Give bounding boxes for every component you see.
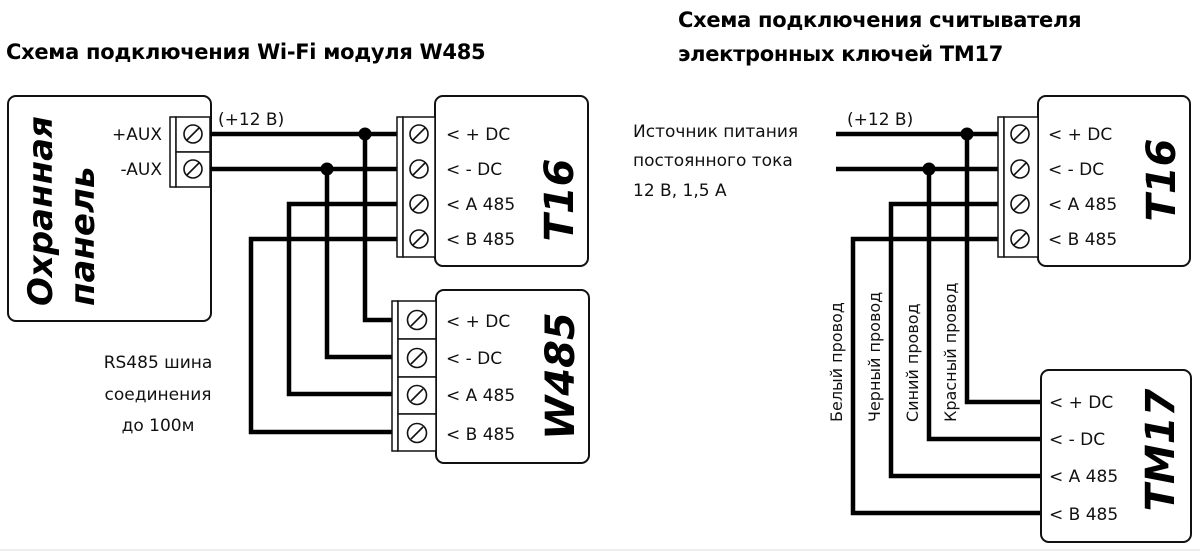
pin-label: < B 485 bbox=[446, 230, 515, 250]
screw-icon bbox=[409, 159, 429, 179]
pin-label: < - DC bbox=[1049, 430, 1105, 450]
junction-dot bbox=[960, 127, 974, 141]
pin-label: < A 485 bbox=[1048, 195, 1117, 215]
power-source-label: Источник питания постоянного тока 12 В, … bbox=[633, 122, 798, 201]
screw-icon bbox=[406, 384, 428, 406]
screw-icon bbox=[1010, 159, 1030, 179]
device-t16-right: < + DC < - DC < A 485 < B 485 T16 bbox=[997, 95, 1191, 267]
screw-icon bbox=[1010, 124, 1030, 144]
pin-label: < B 485 bbox=[1049, 505, 1118, 525]
right-diagram-title-line2: электронных ключей TM17 bbox=[678, 42, 1003, 66]
wire-label-black: Черный провод bbox=[865, 292, 884, 422]
rs485-note-line1: RS485 шина bbox=[104, 353, 213, 373]
wire-minus-dc-w485 bbox=[324, 169, 397, 360]
pin-label: < A 485 bbox=[446, 195, 515, 215]
wire-b485 bbox=[248, 236, 397, 435]
power-source-line3: 12 В, 1,5 А bbox=[633, 181, 727, 201]
screw-icon bbox=[183, 159, 203, 179]
pin-label: < B 485 bbox=[1048, 230, 1117, 250]
wire-a485-right bbox=[888, 201, 1042, 479]
wire-label-red: Красный провод bbox=[941, 283, 960, 422]
rs485-bus-note: RS485 шина соединения до 100м bbox=[104, 353, 213, 436]
device-t16-left: < + DC < - DC < A 485 < B 485 T16 bbox=[396, 95, 589, 267]
w485-terminal-rail bbox=[391, 300, 399, 452]
screw-icon bbox=[1010, 194, 1030, 214]
wire-minus-dc-tm17 bbox=[926, 169, 1042, 442]
security-panel-name-line1: Охранная bbox=[21, 116, 61, 306]
screw-icon bbox=[183, 124, 203, 144]
w485-terminal-b485 bbox=[397, 413, 437, 452]
security-panel-box bbox=[7, 95, 212, 322]
t16-left-name: T16 bbox=[537, 159, 583, 242]
wire-a485 bbox=[286, 201, 397, 397]
pin-label: < A 485 bbox=[446, 386, 515, 406]
terminal-label-minus-aux: -AUX bbox=[121, 160, 163, 180]
right-diagram-title-line1: Схема подключения считывателя bbox=[678, 8, 1081, 32]
pin-label: < - DC bbox=[446, 160, 502, 180]
screw-icon bbox=[406, 309, 428, 331]
w485-name: W485 bbox=[538, 312, 584, 440]
t16-right-name: T16 bbox=[1139, 139, 1185, 222]
right-voltage-label: (+12 В) bbox=[847, 110, 913, 130]
pin-label: < + DC bbox=[446, 312, 510, 332]
power-source-line1: Источник питания bbox=[633, 122, 798, 142]
pin-label: < + DC bbox=[1049, 393, 1113, 413]
panel-terminal-rail bbox=[169, 116, 177, 188]
rs485-note-line3: до 100м bbox=[122, 416, 195, 436]
junction-dot bbox=[358, 127, 372, 141]
pin-label: < A 485 bbox=[1049, 467, 1118, 487]
pin-label: < - DC bbox=[446, 349, 502, 369]
right-wires bbox=[836, 127, 1042, 516]
left-wires bbox=[210, 127, 397, 435]
screw-icon bbox=[409, 229, 429, 249]
t16-left-terminal-rail bbox=[396, 116, 404, 258]
wire-label-white: Белый провод bbox=[827, 302, 846, 422]
rs485-note-line2: соединения bbox=[105, 385, 212, 405]
screw-icon bbox=[409, 124, 429, 144]
device-tm17: < + DC < - DC < A 485 < B 485 TM17 bbox=[1040, 369, 1192, 543]
wire-color-labels: Белый провод Черный провод Синий провод … bbox=[827, 283, 960, 422]
wire-plus-dc-w485 bbox=[362, 134, 397, 323]
junction-dot bbox=[320, 162, 334, 176]
pin-label: < B 485 bbox=[446, 425, 515, 445]
pin-label: < - DC bbox=[1048, 160, 1104, 180]
security-panel-name-line2: панель bbox=[63, 167, 103, 306]
junction-dot bbox=[922, 162, 936, 176]
t16-right-terminal-rail bbox=[997, 116, 1005, 258]
screw-icon bbox=[1010, 229, 1030, 249]
wire-label-blue: Синий провод bbox=[903, 303, 922, 422]
screw-icon bbox=[406, 422, 428, 444]
tm17-name: TM17 bbox=[1138, 388, 1184, 511]
terminal-label-plus-aux: +AUX bbox=[112, 125, 162, 145]
wire-b485-right bbox=[850, 236, 1042, 516]
tm17-box bbox=[1040, 369, 1192, 543]
left-voltage-label: (+12 В) bbox=[218, 110, 284, 130]
screw-icon bbox=[406, 347, 428, 369]
power-source-line2: постоянного тока bbox=[633, 151, 793, 171]
pin-label: < + DC bbox=[1048, 125, 1112, 145]
device-w485: < + DC < - DC < A 485 < B 485 W485 bbox=[391, 289, 590, 464]
wire-plus-dc-tm17 bbox=[964, 134, 1042, 405]
screw-icon bbox=[409, 194, 429, 214]
security-panel: Охранная панель +AUX -AUX bbox=[7, 95, 212, 322]
left-diagram-title: Схема подключения Wi-Fi модуля W485 bbox=[6, 40, 485, 64]
pin-label: < + DC bbox=[446, 125, 510, 145]
